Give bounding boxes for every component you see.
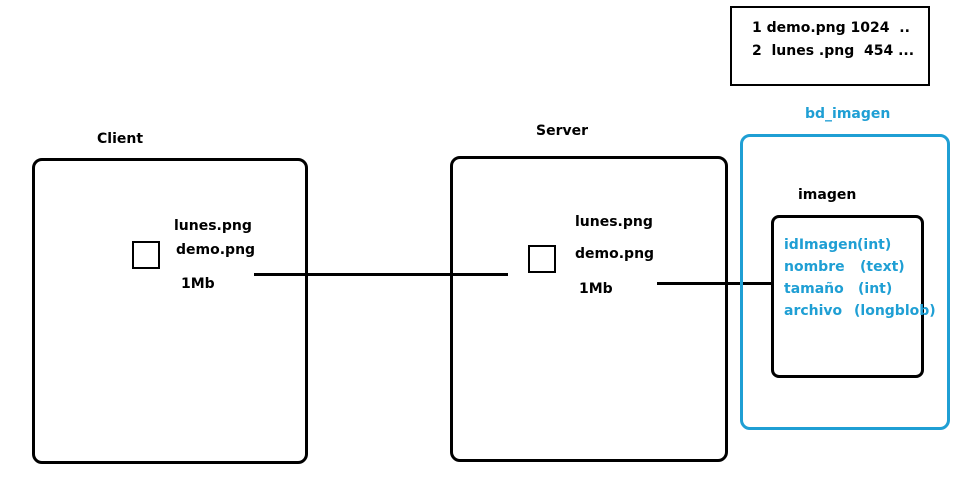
- server-file-1: lunes.png: [575, 214, 653, 230]
- server-file-2: demo.png: [575, 246, 655, 262]
- client-title: Client: [97, 131, 144, 147]
- field-name-nombre: nombre: [784, 259, 845, 275]
- client-size: 1Mb: [181, 276, 215, 292]
- table-name: imagen: [798, 187, 857, 203]
- client-file-icon: [132, 241, 160, 269]
- server-box: [450, 156, 728, 462]
- db-container: [740, 134, 950, 430]
- table-rows-box: [730, 6, 930, 86]
- server-size: 1Mb: [579, 281, 613, 297]
- client-file-1: lunes.png: [174, 218, 252, 234]
- field-name-archivo: archivo: [784, 303, 843, 319]
- client-server-connector: [254, 273, 508, 276]
- db-name: bd_imagen: [805, 106, 891, 122]
- table-row-1: 1 demo.png 1024 ..: [752, 20, 910, 36]
- server-title: Server: [536, 123, 589, 139]
- field-type-idimagen: (int): [857, 237, 892, 253]
- client-box: [32, 158, 308, 464]
- field-name-tamano: tamaño: [784, 281, 844, 297]
- field-type-nombre: (text): [860, 259, 905, 275]
- table-row-2: 2 lunes .png 454 ...: [752, 43, 915, 59]
- field-type-archivo: (longblob): [854, 303, 936, 319]
- table-box: [771, 215, 924, 378]
- server-file-icon: [528, 245, 556, 273]
- field-name-idimagen: idImagen: [784, 237, 858, 253]
- field-type-tamano: (int): [858, 281, 893, 297]
- client-file-2: demo.png: [176, 242, 256, 258]
- server-db-connector: [657, 282, 772, 285]
